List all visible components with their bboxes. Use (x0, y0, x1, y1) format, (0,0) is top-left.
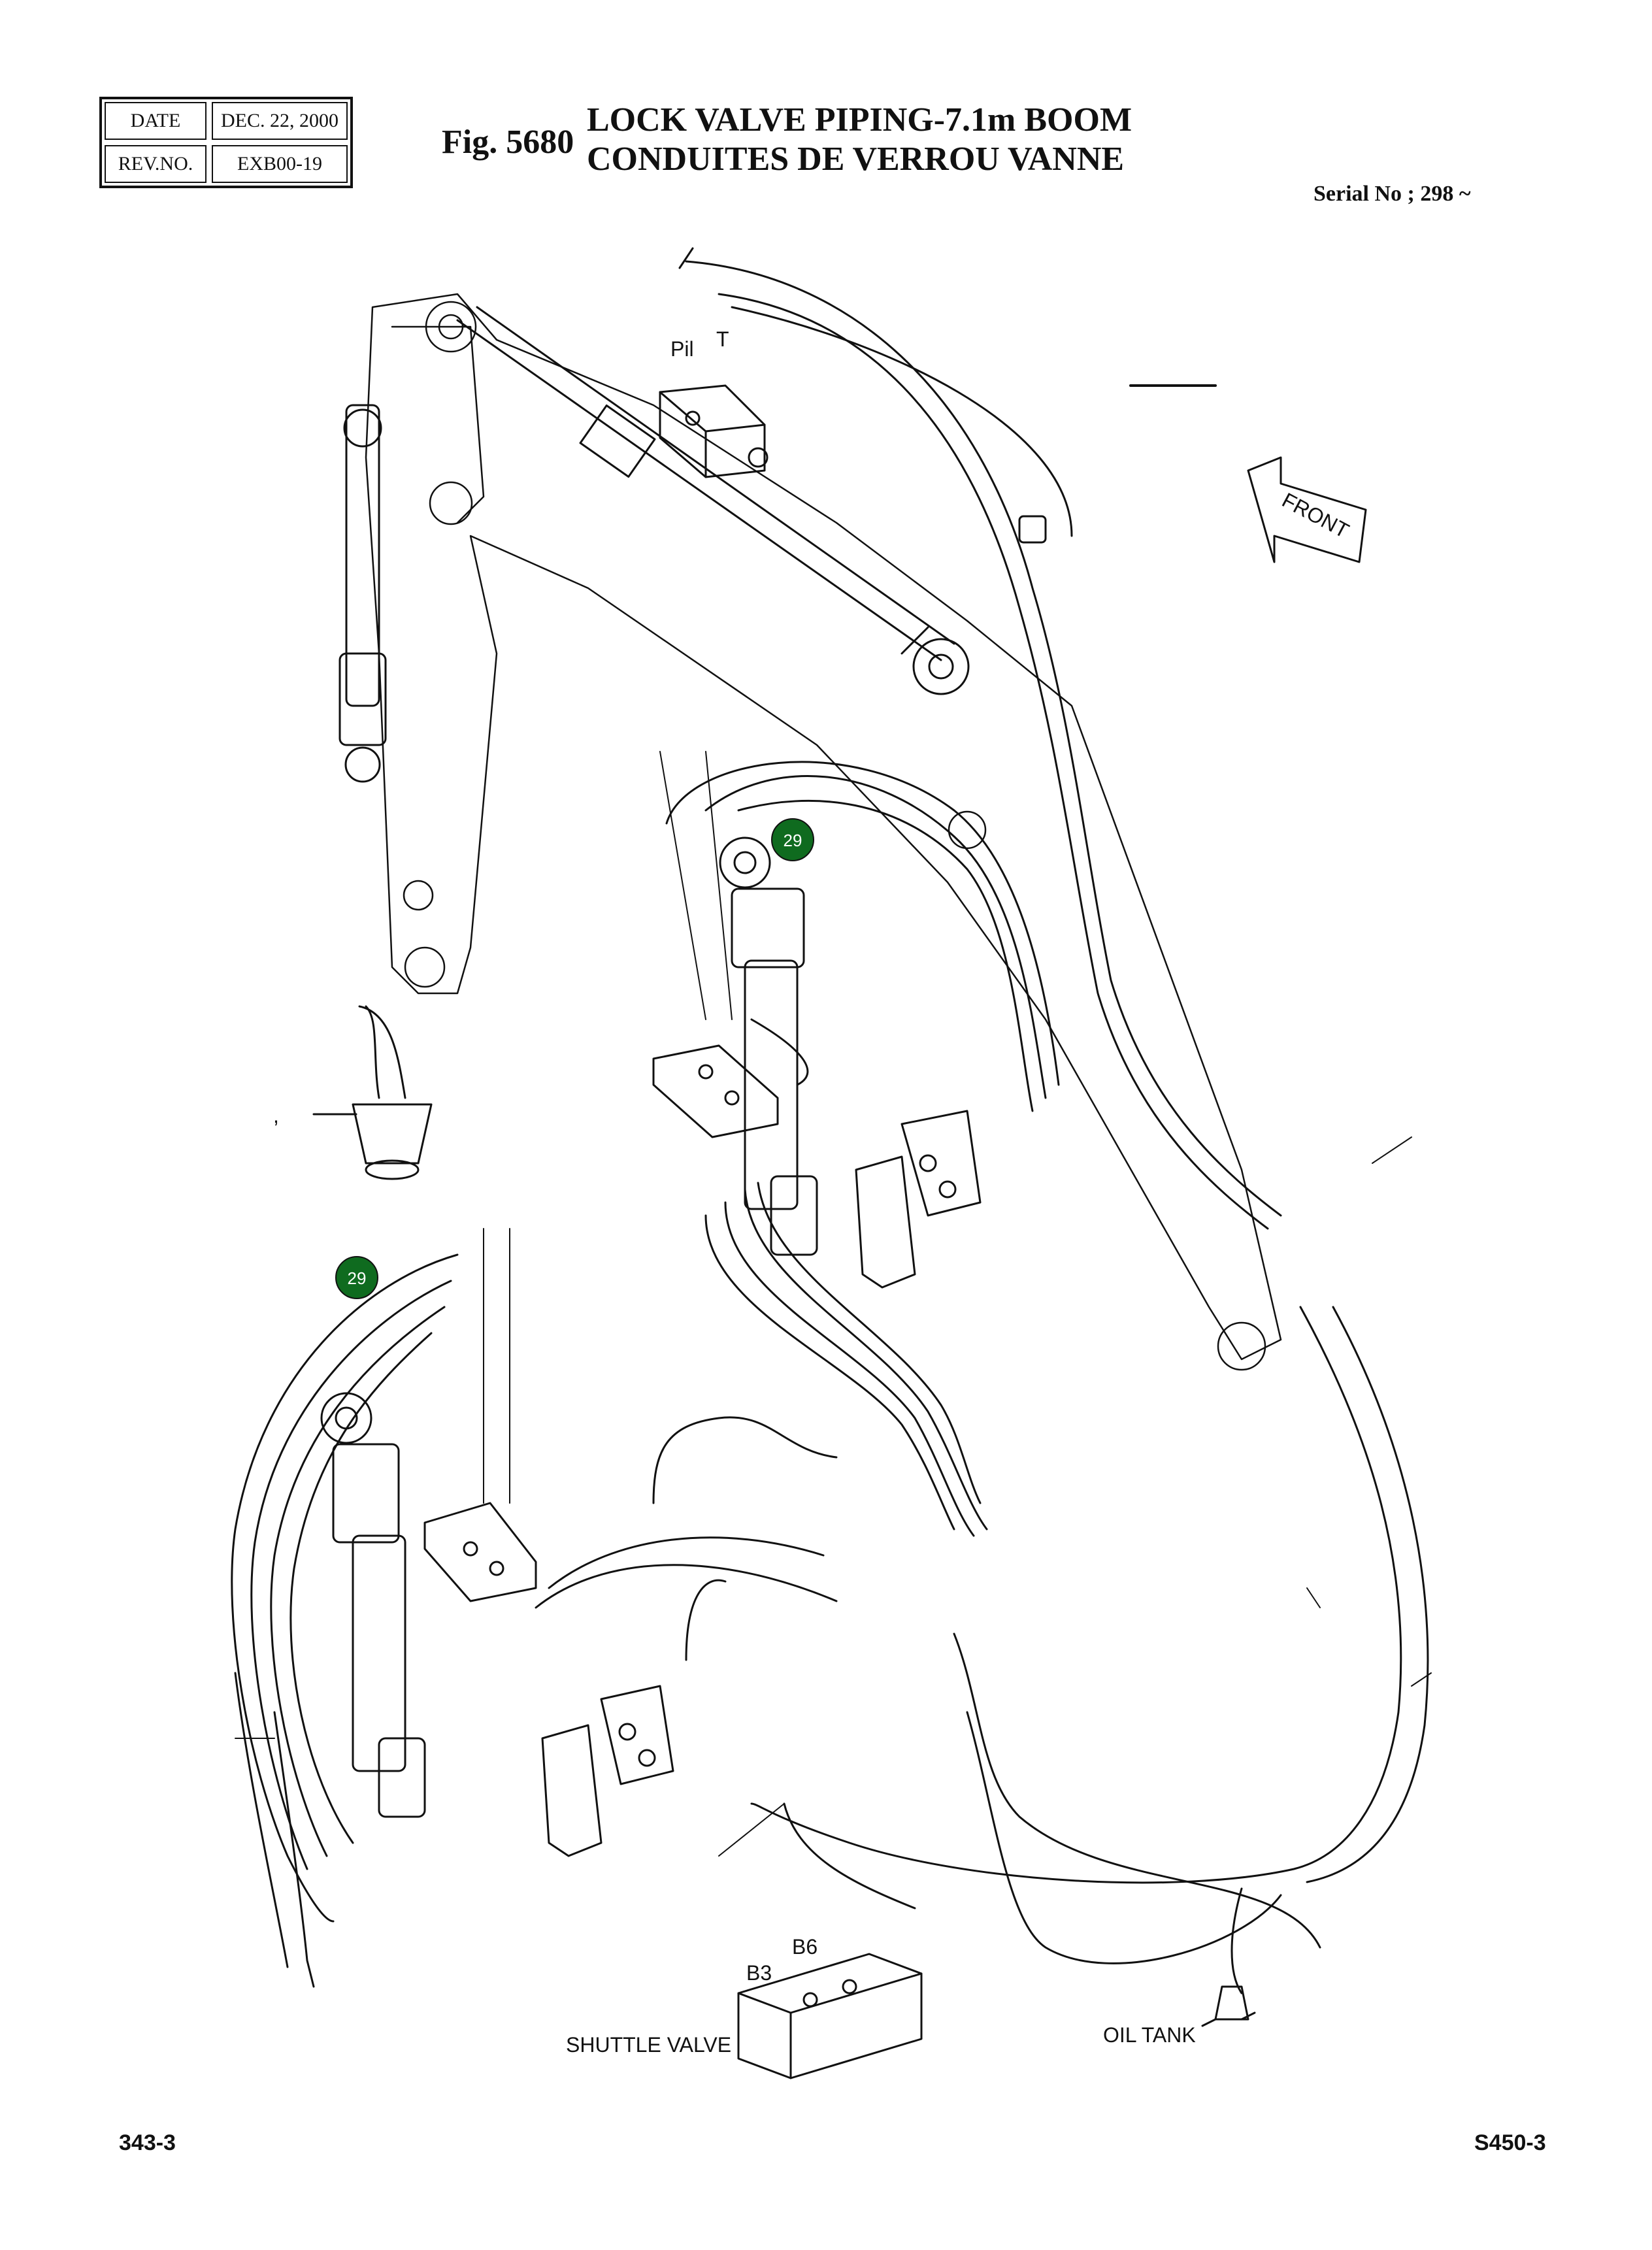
label-b6: B6 (792, 1935, 818, 1959)
rev-value: EXB00-19 (212, 145, 348, 183)
center-bracket (652, 1044, 779, 1138)
boom-cylinder (456, 306, 970, 695)
callout-number: 29 (784, 831, 802, 850)
tank-hoses (750, 1306, 1429, 1994)
joystick-icon (312, 1005, 433, 1180)
date-label: DATE (105, 102, 206, 140)
oil-tank-fittings (1201, 1985, 1256, 2027)
boom-arm (365, 293, 1282, 1371)
center-lock-valves (855, 1110, 982, 1289)
figure-number: Fig. 5680 (442, 124, 574, 161)
left-bracket (423, 1502, 537, 1602)
front-arrow-icon (1247, 456, 1367, 563)
left-cylinder (320, 1392, 426, 1818)
center-hoses (665, 761, 1060, 1537)
label-t: T (716, 327, 729, 351)
figure-title: LOCK VALVE PIPING-7.1m BOOM CONDUITES DE… (587, 101, 1132, 179)
label-oil-tank: OIL TANK (1103, 2023, 1196, 2047)
upper-lock-valve (659, 384, 768, 478)
serial-number: Serial No ; 298 ~ (1313, 182, 1471, 206)
callout-29-lower: 29 (335, 1256, 378, 1299)
page-number-right: S450-3 (1474, 2130, 1546, 2155)
left-hoses (231, 1253, 459, 1988)
arm-cylinder (339, 404, 387, 783)
title-french: CONDUITES DE VERROU VANNE (587, 141, 1125, 178)
lower-lock-valves (541, 1685, 674, 1857)
crossing-hoses (535, 1416, 1321, 1949)
leader-lines (235, 751, 1432, 1857)
shuttle-valve-block (737, 1953, 923, 2079)
title-english: LOCK VALVE PIPING-7.1m BOOM (587, 101, 1132, 139)
center-cylinder (719, 836, 818, 1256)
label-b3: B3 (746, 1961, 772, 1985)
label-front: FRONT (1278, 488, 1353, 543)
label-pil: Pil (670, 337, 694, 361)
rev-label: REV.NO. (105, 145, 206, 183)
page-number-left: 343-3 (119, 2130, 176, 2155)
revision-table: DATE DEC. 22, 2000 REV.NO. EXB00-19 (99, 97, 353, 188)
upper-hoses (678, 247, 1282, 1230)
label-comma: , (273, 1104, 279, 1127)
date-value: DEC. 22, 2000 (212, 102, 348, 140)
callout-29-upper: 29 (771, 818, 814, 861)
callout-number: 29 (348, 1268, 367, 1288)
label-shuttle-valve: SHUTTLE VALVE (566, 2033, 731, 2057)
